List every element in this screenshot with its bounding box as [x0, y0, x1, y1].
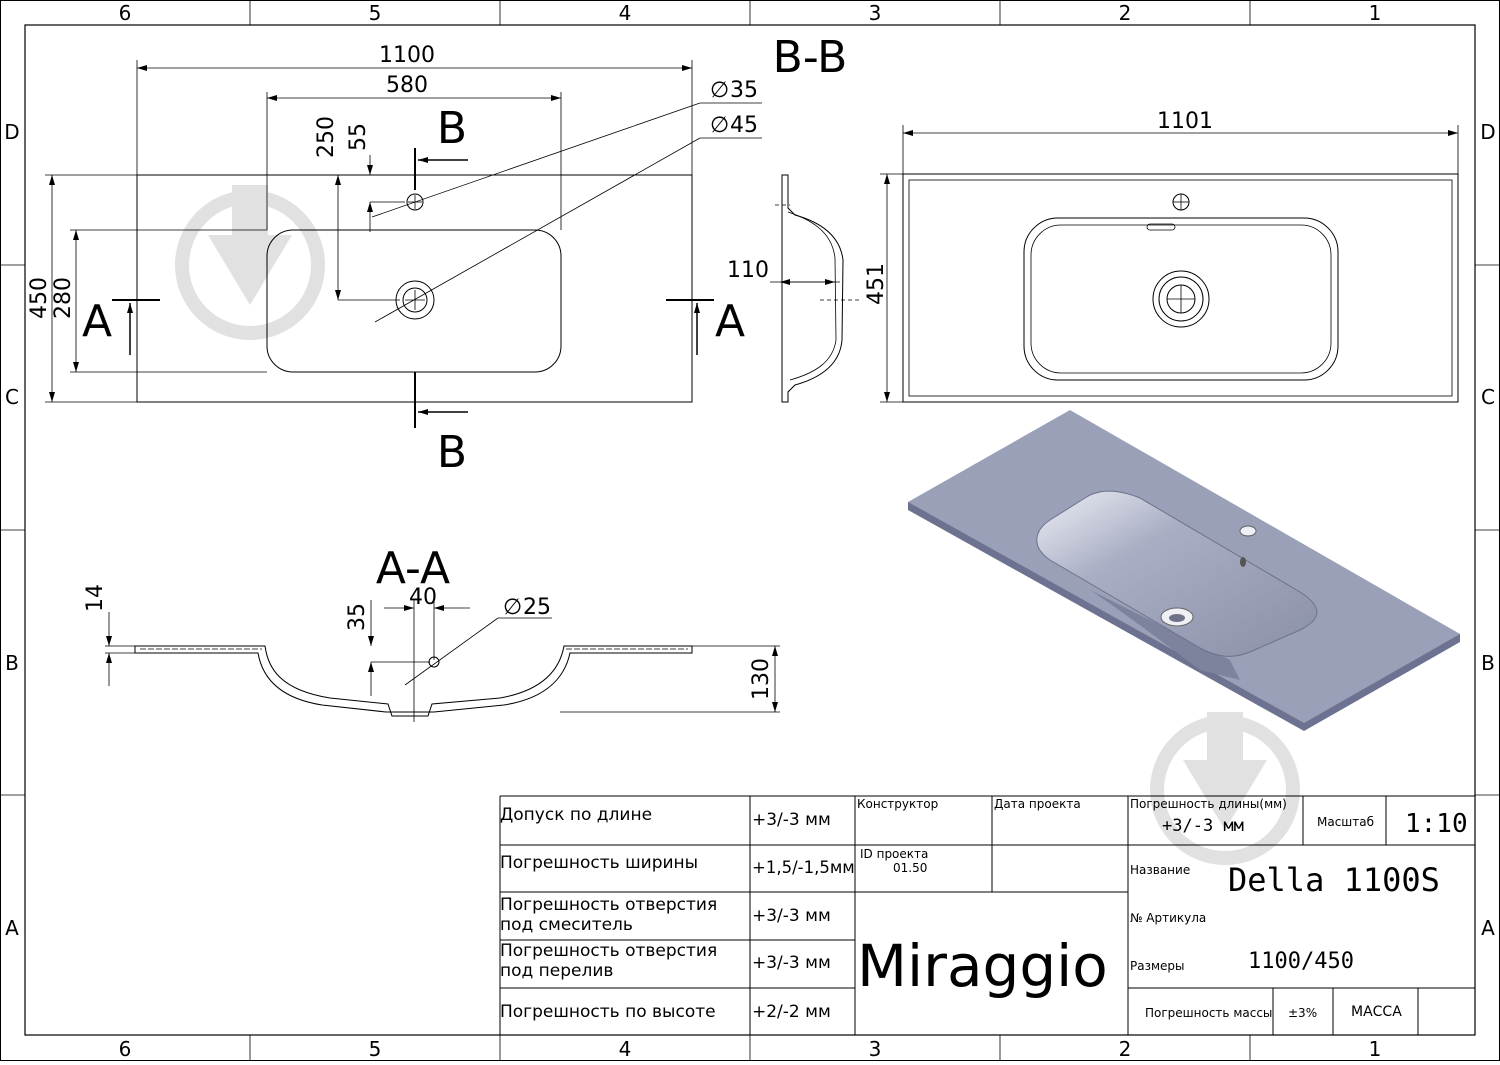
row-label-left: C — [5, 385, 19, 409]
col-label-top: 6 — [119, 1, 132, 25]
tolerance-label: Погрешность по высоте — [500, 1002, 716, 1022]
right-view: 1101 451 — [864, 109, 1459, 403]
watermark-icon — [1150, 712, 1300, 865]
dia-35: 35 — [730, 78, 758, 103]
length-error-value: +3/-3 мм — [1162, 816, 1244, 836]
title-block: Допуск по длине +3/-3 мм Погрешность шир… — [499, 795, 1475, 1035]
section-aa: A-A 14 35 40 130 ∅ 25 — [83, 543, 780, 722]
svg-text:∅: ∅ — [710, 113, 729, 138]
row-label-right: A — [1481, 916, 1495, 940]
col-label-bottom: 5 — [369, 1037, 382, 1061]
dim-250: 250 — [314, 116, 339, 158]
cut-label-a: A — [82, 296, 112, 347]
dim-40: 40 — [409, 585, 437, 610]
mass-error-value: ±3% — [1288, 1006, 1317, 1020]
dim-35: 35 — [345, 603, 370, 631]
svg-text:∅: ∅ — [503, 595, 522, 620]
watermark-icon — [175, 185, 325, 340]
dia-25: 25 — [523, 595, 551, 620]
dim-width: 1100 — [379, 43, 435, 68]
col-label-bottom: 4 — [619, 1037, 632, 1061]
col-label-top: 5 — [369, 1, 382, 25]
col-label-top: 3 — [869, 1, 882, 25]
section-bb-title: B-B — [773, 32, 848, 83]
size-label: Размеры — [1130, 959, 1185, 973]
row-label-left: B — [5, 651, 19, 675]
length-error-label: Погрешность длины(мм) — [1130, 797, 1287, 811]
col-label-top: 1 — [1369, 1, 1382, 25]
tolerance-value: +3/-3 мм — [752, 810, 831, 830]
cut-label-b: B — [437, 103, 467, 154]
col-label-bottom: 3 — [869, 1037, 882, 1061]
name-label: Название — [1130, 863, 1190, 877]
tolerance-value: +3/-3 мм — [752, 953, 831, 973]
article-label: № Артикула — [1130, 911, 1206, 925]
dim-280: 280 — [51, 277, 76, 319]
top-view: 1100 580 250 55 450 280 ∅ 35 ∅ 45 A A B … — [27, 43, 762, 478]
row-label-right: C — [1481, 385, 1495, 409]
tolerance-value: +1,5/-1,5мм — [752, 858, 855, 877]
dim-55: 55 — [346, 123, 371, 151]
col-label-bottom: 1 — [1369, 1037, 1382, 1061]
dim-130: 130 — [749, 658, 774, 700]
section-aa-title: A-A — [376, 543, 450, 594]
brand-logo: Miraggio — [857, 932, 1108, 1000]
dim-451: 451 — [864, 263, 889, 305]
scale-value: 1:10 — [1405, 809, 1468, 839]
col-label-top: 4 — [619, 1, 632, 25]
tolerance-label: Допуск по длине — [500, 805, 652, 825]
row-label-right: B — [1481, 651, 1495, 675]
sink-3d-render — [908, 410, 1460, 731]
dia-45: 45 — [730, 113, 758, 138]
id-label: ID проекта — [860, 847, 928, 861]
section-bb: B-B 110 — [727, 32, 860, 403]
cut-label-b: B — [437, 427, 467, 478]
col-label-bottom: 2 — [1119, 1037, 1132, 1061]
dim-110: 110 — [727, 258, 769, 283]
mass-label: МАССА — [1351, 1004, 1402, 1020]
date-label: Дата проекта — [994, 797, 1081, 811]
dim-14: 14 — [83, 584, 108, 612]
id-value: 01.50 — [893, 861, 927, 875]
cut-label-a: A — [715, 296, 745, 347]
scale-label: Масштаб — [1317, 815, 1374, 829]
col-label-bottom: 6 — [119, 1037, 132, 1061]
konstruktor-label: Конструктор — [857, 797, 938, 811]
row-label-right: D — [1480, 120, 1495, 144]
row-label-left: D — [4, 120, 19, 144]
tolerance-label: Погрешность ширины — [500, 853, 698, 873]
dim-bowl: 580 — [386, 73, 428, 98]
mass-error-label: Погрешность массы — [1145, 1006, 1272, 1020]
dim-1101: 1101 — [1157, 109, 1213, 134]
tolerance-value: +2/-2 мм — [752, 1002, 831, 1022]
tolerance-value: +3/-3 мм — [752, 906, 831, 926]
col-label-top: 2 — [1119, 1, 1132, 25]
svg-text:∅: ∅ — [710, 78, 729, 103]
product-size: 1100/450 — [1248, 949, 1354, 974]
dim-450: 450 — [27, 277, 52, 319]
row-label-left: A — [5, 916, 19, 940]
product-name: Della 1100S — [1228, 861, 1440, 899]
